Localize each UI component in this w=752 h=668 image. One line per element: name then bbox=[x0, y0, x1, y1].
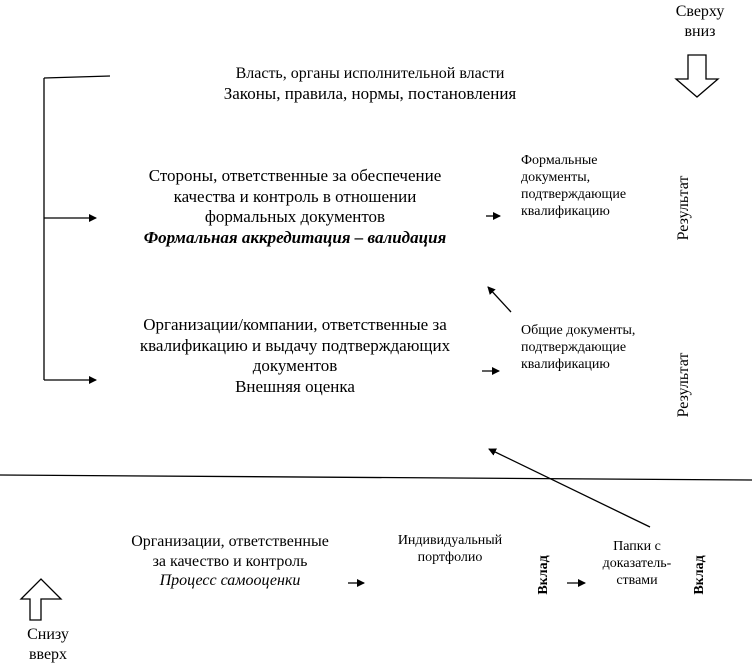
self-evaluation: Организации, ответственные за качество и… bbox=[131, 533, 329, 590]
result-label-upper: Результат bbox=[675, 175, 692, 241]
top-down-label: Сверху вниз bbox=[675, 3, 725, 40]
contribution-label-left: Вклад bbox=[536, 555, 551, 595]
orgs-level: Организации/компании, ответственные за к… bbox=[139, 315, 451, 397]
general-documents: Общие документы, подтверждающие квалифик… bbox=[521, 323, 636, 373]
arrow-folders-to-orgs bbox=[488, 448, 651, 528]
result-label-lower: Результат bbox=[675, 352, 692, 418]
qa-level: Стороны, ответственные за обеспечение ка… bbox=[143, 166, 447, 248]
up-block-arrow-icon bbox=[19, 578, 63, 621]
individual-portfolio: Индивидуальный портфолио bbox=[397, 533, 503, 566]
evidence-folders: Папки с доказатель- ствами bbox=[602, 539, 672, 589]
formal-documents: Формальные документы, подтверждающие ква… bbox=[521, 153, 627, 220]
contribution-label-right: Вклад bbox=[692, 555, 707, 595]
down-block-arrow-icon bbox=[674, 54, 720, 98]
arrow-general-to-qa bbox=[487, 286, 512, 313]
authority-level: Власть, органы исполнительной власти Зак… bbox=[223, 65, 517, 103]
separator-line bbox=[0, 474, 752, 481]
bottom-up-label: Снизу вверх bbox=[27, 626, 69, 663]
left-bracket bbox=[43, 75, 111, 380]
